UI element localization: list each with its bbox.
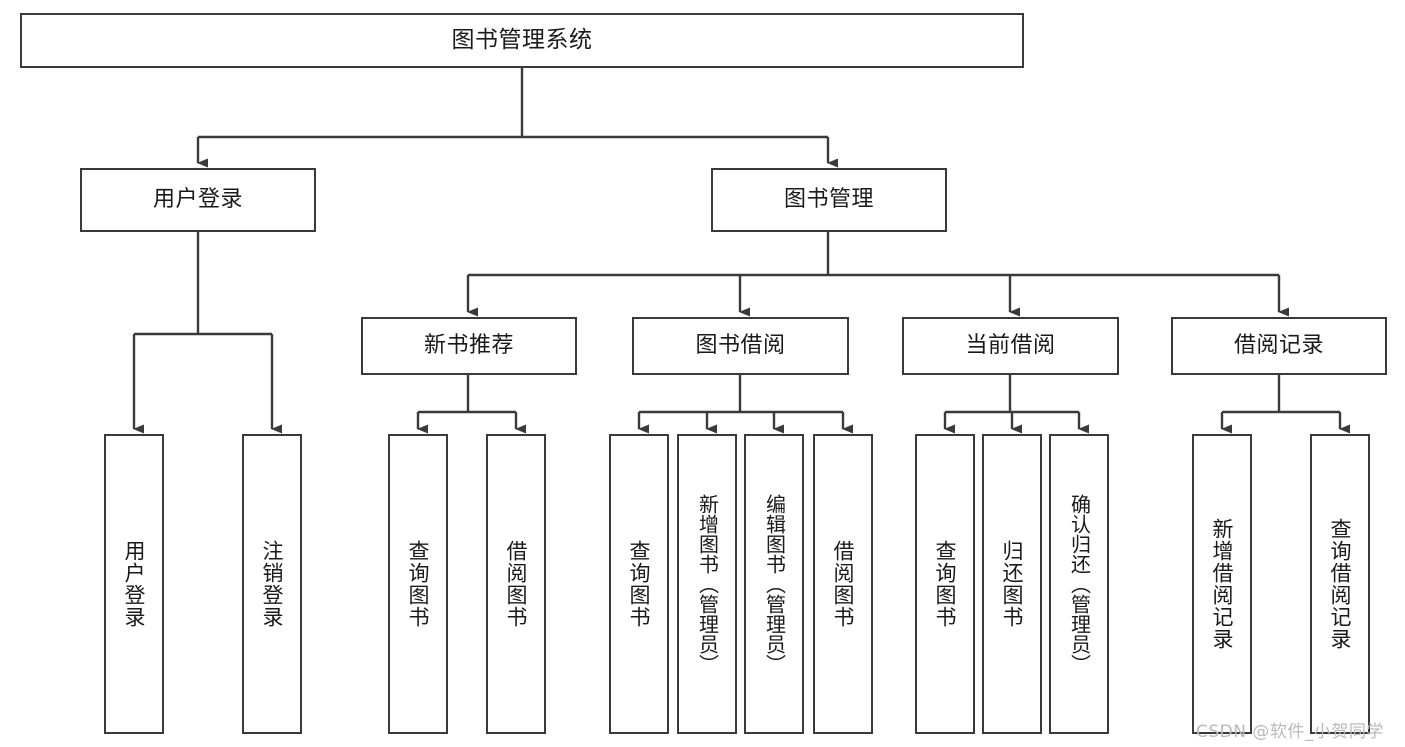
- node-label: 图书管理: [783, 187, 874, 213]
- node-label: 借阅记录: [1233, 333, 1324, 359]
- node-label: 注销登录: [260, 540, 285, 628]
- node-leaf-logout[interactable]: 注销登录: [242, 434, 302, 734]
- node-leaf-confirm-return-admin[interactable]: 确认归还（管理员）: [1049, 434, 1109, 734]
- node-leaf-query-book-new[interactable]: 查询图书: [388, 434, 448, 734]
- node-leaf-edit-book-admin[interactable]: 编辑图书（管理员）: [744, 434, 804, 734]
- node-label: 编辑图书（管理员）: [762, 494, 787, 674]
- node-label: 用户登录: [122, 540, 147, 628]
- node-book-borrow[interactable]: 图书借阅: [632, 317, 849, 375]
- node-new-book-recommend[interactable]: 新书推荐: [361, 317, 577, 375]
- node-label: 确认归还（管理员）: [1067, 494, 1092, 674]
- csdn-watermark: CSDN @软件_小贺同学: [1196, 722, 1384, 742]
- node-leaf-borrow-book[interactable]: 借阅图书: [813, 434, 873, 734]
- node-label: 图书借阅: [695, 333, 786, 359]
- node-label: 查询图书: [406, 540, 431, 628]
- node-leaf-user-login[interactable]: 用户登录: [104, 434, 164, 734]
- node-leaf-return-book[interactable]: 归还图书: [982, 434, 1042, 734]
- node-label: 归还图书: [1000, 540, 1025, 628]
- node-current-borrow[interactable]: 当前借阅: [902, 317, 1119, 375]
- node-label: 图书管理系统: [451, 26, 593, 53]
- node-label: 新增图书（管理员）: [695, 494, 720, 674]
- node-label: 新增借阅记录: [1210, 518, 1235, 650]
- node-label: 用户登录: [152, 187, 243, 213]
- node-leaf-borrow-book-new[interactable]: 借阅图书: [486, 434, 546, 734]
- node-leaf-query-book-borrow[interactable]: 查询图书: [609, 434, 669, 734]
- node-leaf-add-borrow-record[interactable]: 新增借阅记录: [1192, 434, 1252, 734]
- node-borrow-record[interactable]: 借阅记录: [1171, 317, 1387, 375]
- node-label: 查询图书: [933, 540, 958, 628]
- node-leaf-query-borrow-record[interactable]: 查询借阅记录: [1310, 434, 1370, 734]
- node-user-login[interactable]: 用户登录: [80, 168, 316, 232]
- node-label: 查询图书: [627, 540, 652, 628]
- node-book-management[interactable]: 图书管理: [711, 168, 947, 232]
- node-label: 借阅图书: [504, 540, 529, 628]
- node-label: 借阅图书: [831, 540, 856, 628]
- node-label: 当前借阅: [965, 333, 1056, 359]
- node-leaf-add-book-admin[interactable]: 新增图书（管理员）: [677, 434, 737, 734]
- node-leaf-query-book-current[interactable]: 查询图书: [915, 434, 975, 734]
- node-root-system[interactable]: 图书管理系统: [20, 13, 1024, 68]
- node-label: 新书推荐: [423, 333, 514, 359]
- node-label: 查询借阅记录: [1328, 518, 1353, 650]
